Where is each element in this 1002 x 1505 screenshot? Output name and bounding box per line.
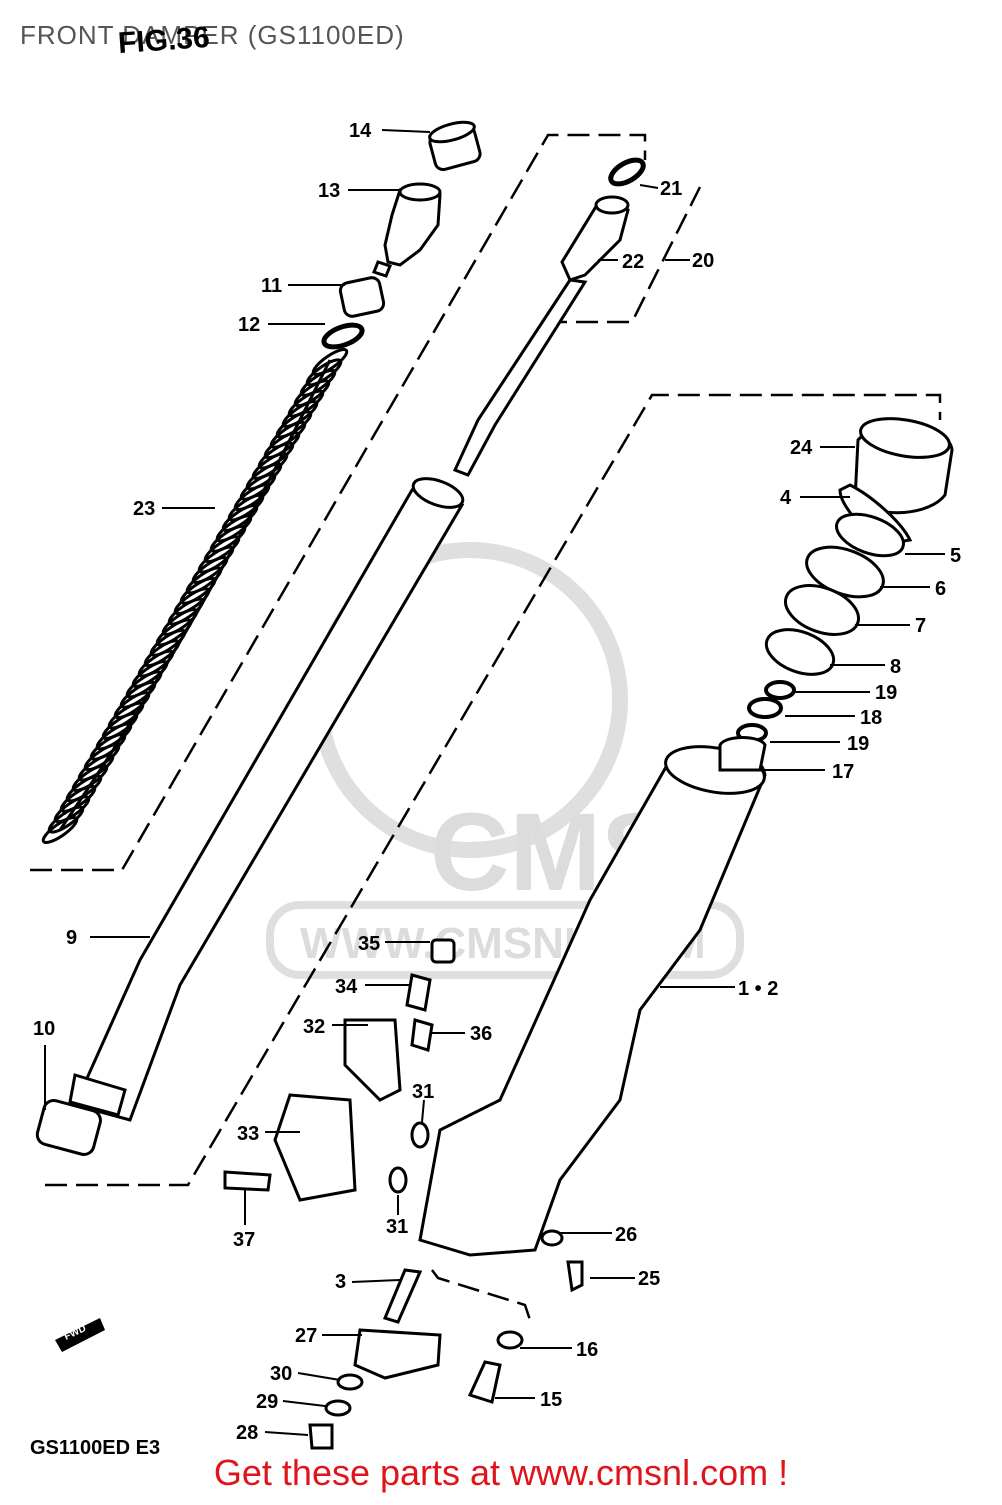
part-4-8-seals [764,483,913,676]
part-28-nut [308,1423,334,1450]
part-30-washer [336,1373,364,1391]
part-26-washer [540,1229,564,1247]
part-24-dust-boot [853,417,954,515]
callout-label: 9 [66,927,77,949]
part-25-screw [566,1260,584,1293]
callout-label: 10 [33,1018,55,1040]
fwd-arrow-icon: FWD [55,1318,105,1352]
part-18-ring [747,697,783,719]
part-12-washer [321,322,365,350]
callout-label: 30 [270,1363,292,1385]
part-11-spacer [338,276,386,318]
small-hardware [223,938,584,1450]
part-14-cap [428,120,482,172]
part-21-seal [608,157,646,187]
callout-label: 12 [238,314,260,336]
spring-coil [41,816,79,844]
callout-label: 16 [576,1339,598,1361]
callout-label: 24 [790,437,813,459]
callout-label: 19 [875,682,897,704]
callout-label: 33 [237,1123,259,1145]
callout-label: 11 [261,275,282,297]
model-code: GS1100ED E3 [30,1437,161,1459]
watermark-url-frame [266,901,744,979]
callout-label: 4 [780,487,792,509]
bracket-outer-tube [45,393,942,1187]
part-33-cover [273,1093,357,1202]
callout-label: 32 [303,1016,325,1038]
callout-label: 8 [890,656,901,678]
part-32-valve [343,1018,402,1102]
callout-label: 14 [349,120,372,142]
part-23-spring [41,348,349,844]
bracket-lower [431,1269,532,1321]
part-37-bolt [223,1170,272,1192]
part-27-holder [353,1328,442,1380]
part-5-ring [835,512,905,558]
part-34-screw [405,973,432,1012]
part-29-washer [324,1399,352,1417]
callout-label: 13 [318,180,340,202]
callout-label: 23 [133,498,155,520]
callout-labels: 14 13 11 12 23 21 22 20 24 4 5 6 7 8 19 … [33,120,961,1444]
part-36-bolt [410,1018,434,1052]
callout-label: 29 [256,1391,278,1413]
callout-label: 18 [860,707,882,729]
part-13-bolt [372,182,442,278]
part-15-bolt [467,1360,502,1404]
part-10-slide-bush [35,1098,102,1156]
callout-label: 28 [236,1422,258,1444]
part-3-stud [382,1268,423,1324]
callout-label: 17 [832,761,854,783]
part-20-damper-rod [452,195,630,477]
part-31-oring-a [410,1121,430,1149]
part-8-bush [764,628,836,676]
callout-label: 36 [470,1023,492,1045]
part-31-oring-b [388,1166,408,1194]
callout-label: 20 [692,250,714,272]
callout-label: 37 [233,1229,255,1251]
leader-lines [44,129,945,1436]
callout-label: 25 [638,1268,660,1290]
part-7-spacer [784,584,860,636]
callout-label: 7 [915,615,926,637]
callout-label: 1 • 2 [738,978,778,1000]
part-19-ring-a [764,680,796,700]
callout-label: 15 [540,1389,562,1411]
part-35-cap [430,938,456,964]
part-9-inner-tube [68,477,465,1122]
callout-label: 31 [412,1081,434,1103]
callout-label: 22 [622,251,644,273]
callout-label: 26 [615,1224,637,1246]
callout-label: 35 [358,933,380,955]
figure-stamp: FIG.36 [116,20,211,61]
callout-label: 6 [935,578,946,600]
part-16-washer [496,1330,524,1350]
part-1-2-outer-tube [418,736,767,1257]
assembly-brackets [30,133,942,1321]
callout-label: 3 [335,1271,346,1293]
callout-label: 19 [847,733,869,755]
callout-label: 31 [386,1216,408,1238]
callout-label: 27 [295,1325,317,1347]
diagram-title: FRONT DAMPER (GS1100ED) [20,20,405,50]
footer-link[interactable]: Get these parts at www.cmsnl.com ! [213,1452,789,1493]
callout-label: 21 [660,178,682,200]
bracket-spring-group [30,133,647,872]
callout-label: 5 [950,545,961,567]
bracket-damper-rod [545,186,702,324]
callout-label: 34 [335,976,358,998]
